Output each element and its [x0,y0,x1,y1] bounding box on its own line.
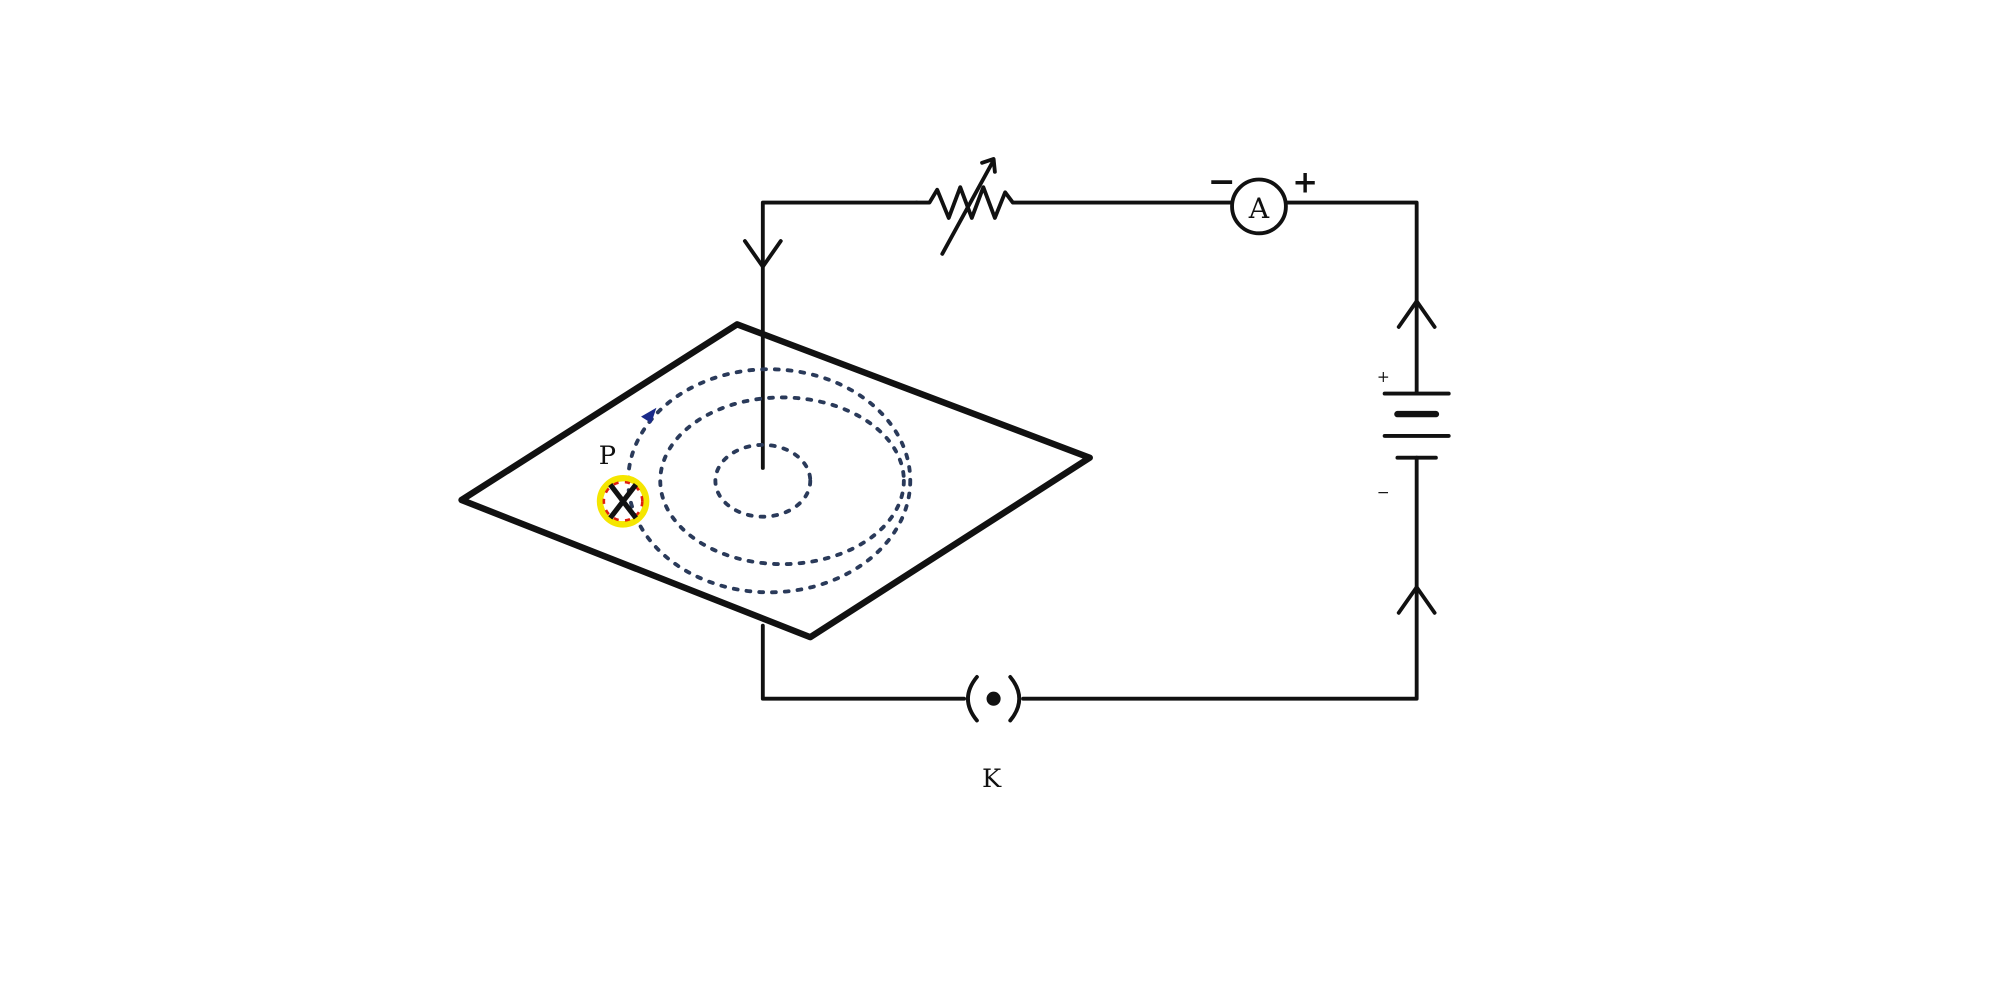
wire-top-left [760,200,919,470]
field-direction-arrow [641,407,657,424]
current-arrow-down [742,239,783,269]
current-arrow-up [1396,585,1437,615]
field-line-middle [658,395,906,567]
battery-plus-label: + [1377,368,1390,386]
rheostat [914,185,1233,220]
rheostat-arrow [940,158,996,256]
current-arrow-up [1396,299,1437,329]
wire-bottom-left [760,623,967,701]
rheostat-arrowhead [980,157,997,174]
compass [596,475,650,528]
wire-top-right [1285,200,1419,396]
key-label: K [982,764,1002,794]
ammeter-label: A [1248,192,1270,225]
point-label: P [599,441,616,471]
wire-right-bottom [1021,455,1419,701]
field-line-inner [713,442,813,519]
key-bracket-right [1008,675,1022,723]
field-line-outer [626,367,913,595]
ammeter-minus-label: − [1208,161,1236,200]
key-bracket-left [966,675,979,723]
battery-minus-label: − [1377,483,1390,501]
ammeter-plus-label: + [1292,164,1318,200]
cardboard-plane [458,321,1093,641]
ammeter [1230,177,1288,236]
key-plug [986,691,1001,706]
